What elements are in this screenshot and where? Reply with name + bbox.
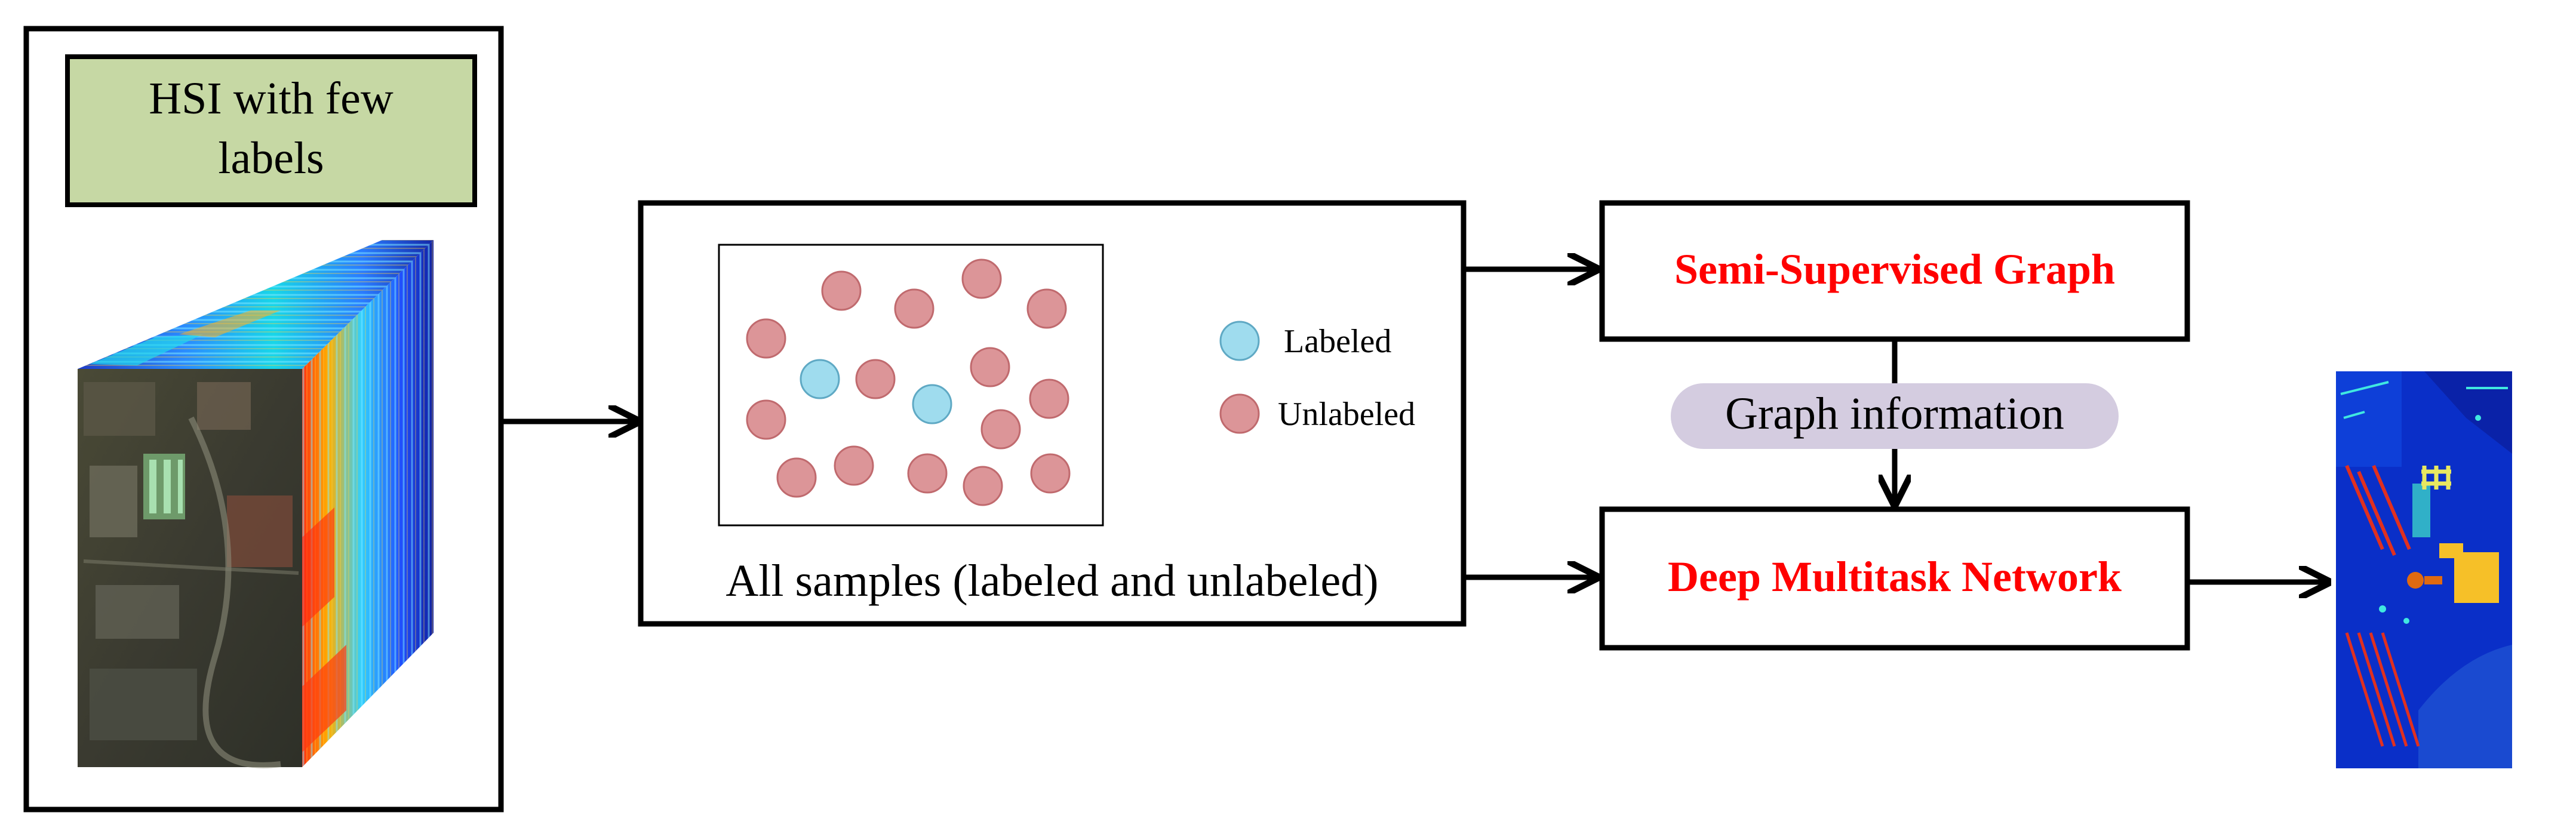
unlabeled-sample — [970, 347, 1010, 387]
labeled-sample — [912, 384, 952, 424]
labeled-sample — [800, 359, 840, 399]
unlabeled-sample — [980, 409, 1021, 450]
unlabeled-sample — [1026, 288, 1067, 329]
unlabeled-sample — [855, 359, 896, 399]
unlabeled-sample — [1030, 453, 1071, 494]
graph-information-pill — [1671, 383, 2119, 449]
unlabeled-sample — [963, 466, 1003, 506]
unlabeled-sample — [1029, 378, 1069, 419]
legend-unlabeled-marker — [1219, 393, 1260, 434]
legend-unlabeled-text: Unlabeled — [1278, 396, 1415, 433]
classification-map-image — [2336, 371, 2512, 768]
unlabeled-sample — [821, 270, 862, 311]
unlabeled-sample — [907, 453, 948, 494]
unlabeled-sample — [746, 318, 786, 359]
deep-multitask-network-title: Deep Multitask Network — [1668, 553, 2122, 601]
legend-labeled-text: Labeled — [1284, 323, 1391, 360]
hsi-title-line2: labels — [218, 133, 324, 183]
samples-caption: All samples (labeled and unlabeled) — [726, 556, 1378, 606]
unlabeled-sample — [776, 457, 817, 498]
unlabeled-sample — [746, 399, 786, 440]
deep-multitask-network-box — [1599, 506, 2190, 651]
graph-information-label: Graph information — [1725, 389, 2064, 439]
hsi-title-line1: HSI with few — [149, 73, 394, 124]
unlabeled-sample — [834, 445, 874, 486]
semi-supervised-graph-title: Semi-Supervised Graph — [1674, 245, 2115, 293]
unlabeled-sample — [894, 288, 935, 329]
hyperspectral-cube-image — [78, 240, 434, 768]
hsi-title-box — [65, 54, 477, 207]
legend-labeled-marker — [1219, 321, 1260, 361]
unlabeled-sample — [961, 258, 1002, 299]
